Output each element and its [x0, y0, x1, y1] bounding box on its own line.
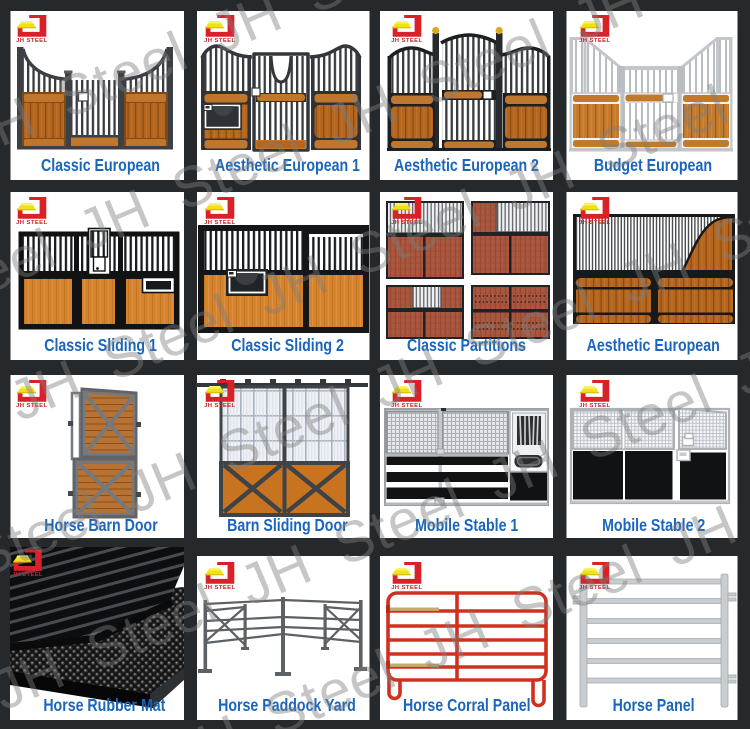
- svg-text:JH STEEL: JH STEEL: [579, 585, 610, 591]
- svg-text:JH STEEL: JH STEEL: [16, 38, 47, 44]
- svg-text:JH STEEL: JH STEEL: [204, 38, 235, 44]
- svg-text:JH STEEL: JH STEEL: [579, 38, 610, 44]
- svg-text:JH STEEL: JH STEEL: [391, 585, 422, 591]
- svg-text:JH STEEL: JH STEEL: [579, 403, 610, 409]
- svg-text:JH STEEL: JH STEEL: [204, 585, 235, 591]
- svg-text:JH STEEL: JH STEEL: [204, 403, 235, 409]
- svg-text:JH STEEL: JH STEEL: [391, 38, 422, 44]
- svg-text:JH STEEL: JH STEEL: [16, 220, 47, 226]
- svg-text:JH STEEL: JH STEEL: [16, 403, 47, 409]
- svg-text:JH STEEL: JH STEEL: [204, 220, 235, 226]
- svg-text:JH STEEL: JH STEEL: [579, 220, 610, 226]
- svg-text:JH STEEL: JH STEEL: [12, 572, 43, 578]
- svg-text:JH STEEL: JH STEEL: [391, 403, 422, 409]
- svg-text:JH STEEL: JH STEEL: [391, 220, 422, 226]
